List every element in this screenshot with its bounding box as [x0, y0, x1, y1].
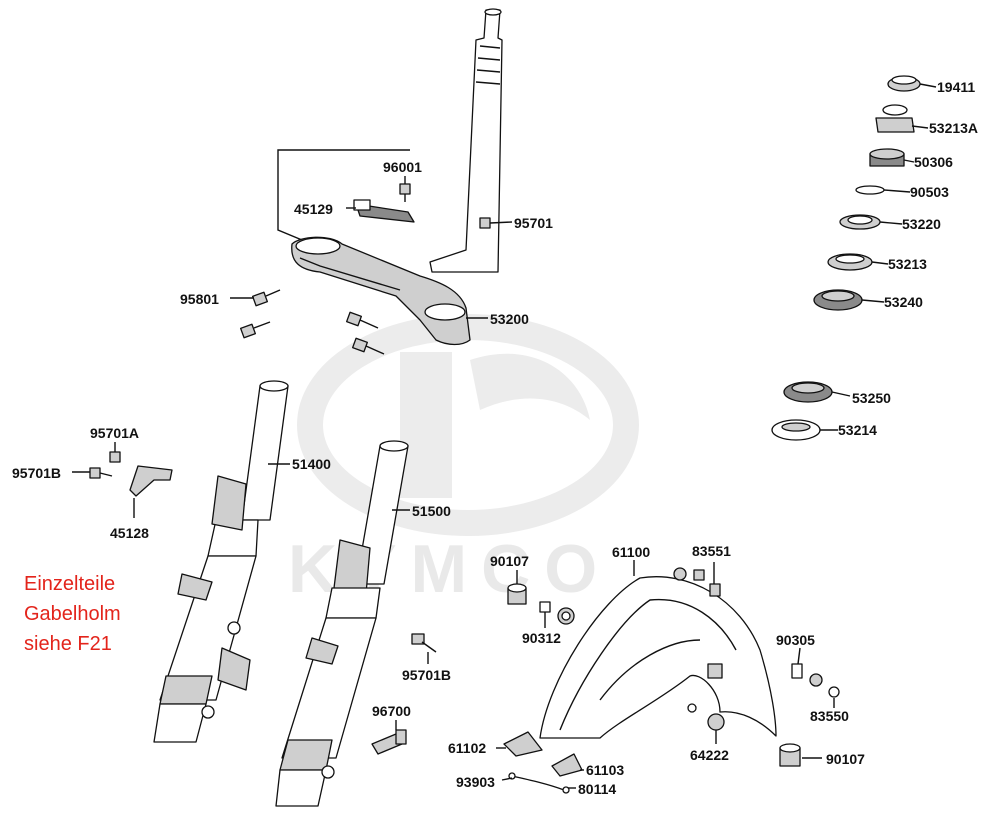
- label-83551: 83551: [692, 543, 731, 559]
- label-53214: 53214: [838, 422, 877, 438]
- bolt-95701-part: [479, 217, 491, 229]
- label-45128: 45128: [110, 525, 149, 541]
- label-53240: 53240: [884, 294, 923, 310]
- label-96700: 96700: [372, 703, 411, 719]
- bolt-95801-part: [240, 289, 385, 355]
- label-83550: 83550: [810, 708, 849, 724]
- clip-90305: [791, 663, 803, 679]
- label-90107-bottom: 90107: [826, 751, 865, 767]
- bolt-96700-part: [371, 729, 407, 755]
- bracket-45128-part: [89, 451, 173, 497]
- label-53220: 53220: [902, 216, 941, 232]
- part-90503-washer: [855, 185, 885, 195]
- label-95701B-mid: 95701B: [402, 667, 451, 683]
- label-50306: 50306: [914, 154, 953, 170]
- label-53213: 53213: [888, 256, 927, 272]
- collar-90312: [539, 601, 551, 613]
- clamp-45129-part: [353, 199, 415, 223]
- triple-clamp-part: [291, 236, 471, 346]
- label-51400: 51400: [292, 456, 331, 472]
- note-line-1: Einzelteile: [24, 573, 115, 595]
- label-80114: 80114: [578, 781, 616, 797]
- label-53213A: 53213A: [929, 120, 978, 136]
- guide-61102: [503, 731, 543, 757]
- steering-stem-part: [429, 8, 503, 273]
- bolt-95701B-mid-part: [411, 633, 437, 653]
- label-19411: 19411: [937, 79, 975, 95]
- assembly-bracket-line: [277, 149, 410, 241]
- label-51500: 51500: [412, 503, 451, 519]
- label-93903: 93903: [456, 774, 495, 790]
- label-90503: 90503: [910, 184, 949, 200]
- label-95801: 95801: [180, 291, 219, 307]
- label-53200: 53200: [490, 311, 529, 327]
- label-90107-top: 90107: [490, 553, 529, 569]
- washer-83551: [673, 567, 687, 581]
- label-95701B-left: 95701B: [12, 465, 61, 481]
- guide-61103: [551, 753, 583, 777]
- label-96001: 96001: [383, 159, 422, 175]
- washer-83550: [828, 686, 840, 698]
- label-95701: 95701: [514, 215, 553, 231]
- note-line-2: Gabelholm: [24, 603, 121, 625]
- label-64222: 64222: [690, 747, 729, 763]
- note-line-3: siehe F21: [24, 633, 112, 655]
- label-45129: 45129: [294, 201, 333, 217]
- front-fender-part: [539, 576, 777, 739]
- wire-clip-93903: [511, 775, 565, 791]
- left-fork-leg-part: [153, 380, 289, 743]
- bolt-96001-part: [399, 183, 411, 202]
- label-61100: 61100: [612, 544, 650, 560]
- label-61102: 61102: [448, 740, 486, 756]
- label-61103: 61103: [586, 762, 624, 778]
- bearing-stack: [771, 75, 921, 441]
- label-90312: 90312: [522, 630, 561, 646]
- part-labels: 19411 53213A 50306 90503 53220 53213 532…: [12, 79, 978, 797]
- label-90305: 90305: [776, 632, 815, 648]
- collar-64222: [707, 713, 725, 731]
- label-53250: 53250: [852, 390, 891, 406]
- part-53213A-body: [875, 117, 915, 133]
- right-fork-leg-part: [275, 440, 409, 807]
- label-95701A: 95701A: [90, 425, 139, 441]
- fender-hardware: [503, 567, 840, 794]
- fork-note: Einzelteile Gabelholm siehe F21: [24, 573, 121, 655]
- leader-lines: [72, 83, 937, 789]
